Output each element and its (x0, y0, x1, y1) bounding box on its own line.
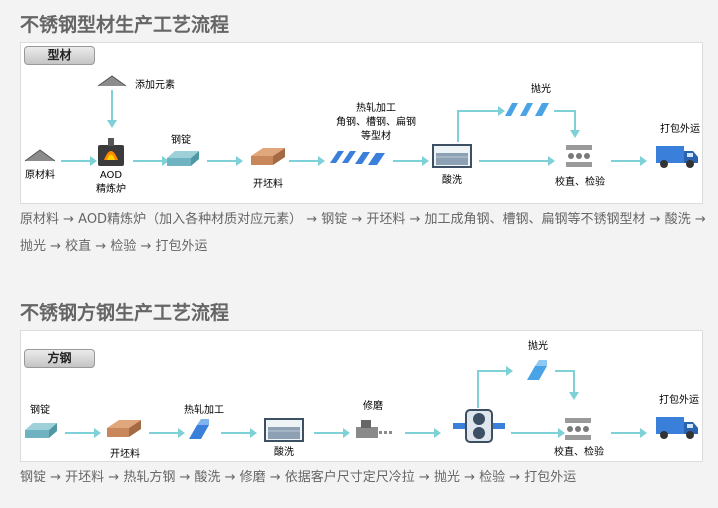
hot-rolling-label: 热轧加工 (184, 405, 224, 416)
profile-steel-icon (329, 147, 387, 167)
flow-arrow (611, 428, 647, 438)
flow-arrow (149, 428, 185, 438)
ingot-icon (24, 421, 58, 439)
ingot-icon (166, 149, 200, 167)
polish-branch-up (477, 370, 479, 408)
aod-furnace-icon (95, 138, 127, 168)
ship-label: 打包外运 (659, 395, 699, 406)
polished-bar-icon (504, 99, 552, 119)
hot-rolling-products-label: 角钢、槽钢、扁钢 (336, 117, 416, 128)
cold-drawing-icon (453, 409, 505, 443)
flow-arrow (479, 156, 555, 166)
raw-material-label: 原材料 (25, 170, 55, 181)
billet-icon (249, 145, 287, 167)
grinding-label: 修磨 (363, 401, 383, 412)
flow-arrow (314, 428, 350, 438)
flow-arrow (133, 156, 169, 166)
hot-rolling-profiles-label: 等型材 (361, 131, 391, 142)
polished-bar-icon (525, 358, 549, 382)
section-2-title: 不锈钢方钢生产工艺流程 (20, 302, 230, 324)
section-1-description: 原材料 → AOD精炼炉（加入各种材质对应元素） → 钢锭 → 开坯料 → 加工… (20, 212, 706, 254)
raw-material-pile-icon (24, 149, 56, 162)
flow-arrow (289, 156, 325, 166)
polish-arrowhead (570, 130, 580, 138)
section-2-description: 钢锭 → 开坯料 → 热轧方钢 → 酸洗 → 修磨 → 依据客户尺寸定尺冷拉 →… (20, 470, 577, 485)
section-1-title: 不锈钢型材生产工艺流程 (20, 14, 230, 36)
additive-line (111, 90, 113, 120)
flow-arrow (393, 156, 429, 166)
pickling-label: 酸洗 (442, 175, 462, 186)
billet-label: 开坯料 (110, 449, 140, 460)
section-1-diagram: 型材 添加元素 原材料 AOD 精炼炉 钢锭 开坯料 热轧加工 角钢、槽钢、扁钢… (20, 42, 703, 204)
ingot-label: 钢锭 (30, 405, 50, 416)
flow-arrow (457, 106, 505, 116)
flow-arrow (61, 156, 97, 166)
flow-arrow (611, 156, 647, 166)
pickling-tank-icon (264, 418, 304, 442)
flow-arrow (65, 428, 101, 438)
polish-branch-right (555, 370, 574, 372)
truck-icon (655, 414, 699, 440)
hot-rolling-label: 热轧加工 (356, 103, 396, 114)
pickling-tank-icon (432, 144, 472, 168)
polish-branch-down (573, 370, 575, 392)
flow-arrow (511, 428, 565, 438)
flow-arrow (221, 428, 257, 438)
flow-arrow (477, 366, 513, 376)
furnace-label: 精炼炉 (96, 184, 126, 195)
grinding-machine-icon (355, 417, 395, 439)
flow-arrow (405, 428, 441, 438)
section-2-tab[interactable]: 方钢 (24, 349, 95, 368)
billet-icon (105, 417, 143, 439)
truck-icon (655, 143, 699, 169)
straighten-label: 校直、检验 (555, 177, 605, 188)
square-bar-icon (187, 417, 211, 441)
polish-branch-down (574, 110, 576, 130)
ship-label: 打包外运 (660, 124, 700, 135)
additive-label: 添加元素 (135, 80, 175, 91)
straightening-machine-icon (565, 144, 593, 168)
aod-label: AOD (99, 170, 123, 181)
straighten-label: 校直、检验 (554, 447, 604, 458)
straightening-machine-icon (564, 417, 592, 441)
polish-branch-up (457, 110, 459, 142)
polish-branch-right (554, 110, 575, 112)
additive-arrowhead (107, 120, 117, 128)
ingot-label: 钢锭 (171, 135, 191, 146)
pickling-label: 酸洗 (274, 447, 294, 458)
billet-label: 开坯料 (253, 179, 283, 190)
polish-label: 抛光 (531, 84, 551, 95)
polish-arrowhead (569, 392, 579, 400)
section-1-tab[interactable]: 型材 (24, 46, 95, 65)
flow-arrow (207, 156, 243, 166)
section-2-diagram: 方钢 钢锭 开坯料 热轧加工 酸洗 修磨 抛光 (20, 330, 703, 462)
additive-pile-icon (97, 75, 127, 87)
polish-label: 抛光 (528, 341, 548, 352)
